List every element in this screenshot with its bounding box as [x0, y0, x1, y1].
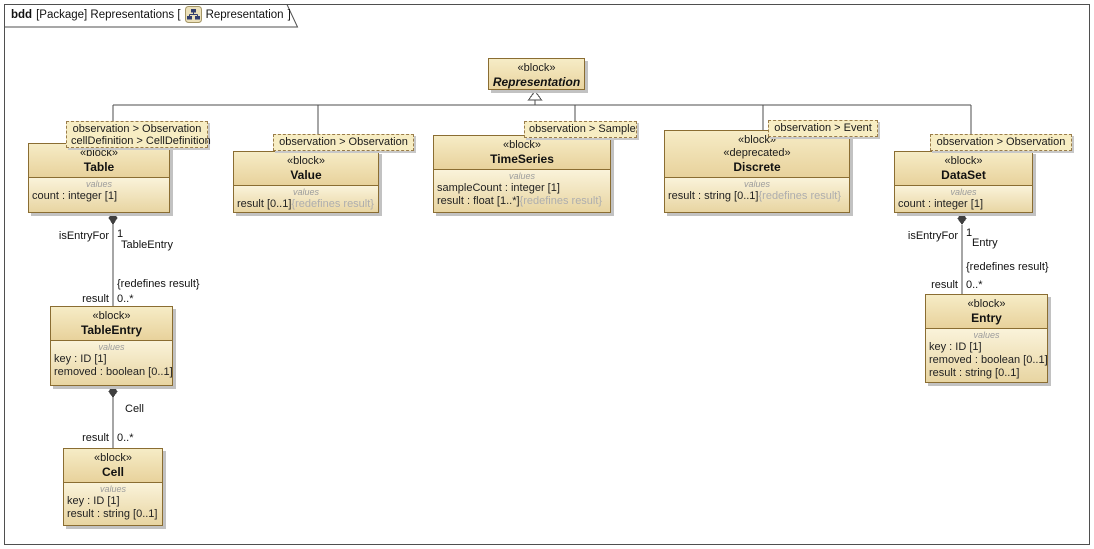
note-line: observation > Observation: [936, 136, 1066, 148]
assoc-constraint-label[interactable]: {redefines result}: [117, 278, 200, 290]
note-timeseries-subsets[interactable]: observation > Sample: [524, 121, 637, 138]
assoc-end-multiplicity-label[interactable]: 0..*: [117, 293, 134, 305]
composition-diamond-icon: [108, 385, 118, 398]
assoc-role-label[interactable]: isEntryFor: [907, 230, 958, 242]
value-property: removed : boolean [0..1]: [54, 366, 173, 378]
block-name: Value: [290, 168, 322, 182]
block-representation[interactable]: «block» Representation: [488, 58, 585, 90]
value-property: result : string [0..1]{redefines result}: [668, 190, 842, 202]
value-property: key : ID [1]: [54, 353, 107, 365]
diagram-tab-text: bdd [Package] Representations [ Represen…: [11, 6, 291, 23]
block-stereotype: «deprecated»: [723, 147, 791, 159]
block-name: Discrete: [733, 160, 781, 174]
diagram-name-label: Representation: [205, 8, 284, 21]
value-property: key : ID [1]: [929, 341, 982, 353]
block-stereotype: «block»: [944, 155, 983, 167]
values-compartment-label: values: [85, 179, 112, 189]
assoc-end-role-label[interactable]: result: [82, 432, 109, 444]
block-entry[interactable]: «block» Entry values key : ID [1] remove…: [925, 294, 1048, 383]
value-property: result [0..1]{redefines result}: [237, 198, 374, 210]
values-compartment-label: values: [743, 179, 770, 189]
note-dataset-subsets[interactable]: observation > Observation: [930, 134, 1072, 151]
composition-diamond-icon: [108, 211, 118, 225]
note-table-subsets[interactable]: observation > Observation cellDefinition…: [66, 121, 211, 148]
value-property: sampleCount : integer [1]: [437, 182, 560, 194]
assoc-constraint-label[interactable]: {redefines result}: [966, 261, 1049, 273]
values-compartment-label: values: [98, 342, 125, 352]
note-line: observation > Event: [774, 122, 872, 134]
note-line: cellDefinition > CellDefinition: [71, 135, 211, 147]
block-stereotype: «block»: [94, 452, 132, 464]
values-compartment-label: values: [508, 171, 535, 181]
values-compartment-label: values: [99, 484, 126, 494]
note-line: observation > Observation: [72, 123, 202, 135]
generalization-triangle-icon: [527, 90, 543, 101]
composition-diamond-icon: [957, 212, 967, 225]
block-timeseries[interactable]: «block» TimeSeries values sampleCount : …: [433, 135, 611, 213]
block-name: Cell: [101, 465, 124, 479]
assoc-part-name-label[interactable]: TableEntry: [121, 239, 173, 251]
block-name: DataSet: [941, 168, 986, 182]
values-compartment-label: values: [973, 330, 1000, 340]
block-name: TableEntry: [80, 323, 143, 337]
value-property: result : string [0..1]: [67, 508, 158, 520]
assoc-end-role-label[interactable]: result: [931, 279, 958, 291]
diagram-bracket-label: ]: [287, 8, 291, 21]
block-name: Representation: [492, 75, 581, 89]
values-compartment-label: values: [292, 187, 319, 197]
block-stereotype: «block»: [517, 62, 556, 74]
diagram-kind-label: bdd: [11, 8, 33, 21]
block-tableentry[interactable]: «block» TableEntry values key : ID [1] r…: [50, 306, 173, 386]
diagram-frame: [4, 4, 1090, 545]
block-stereotype: «block»: [92, 310, 131, 322]
block-stereotype: «block»: [80, 147, 118, 159]
assoc-end-multiplicity-label[interactable]: 0..*: [966, 279, 983, 291]
note-line: observation > Observation: [279, 136, 408, 148]
block-stereotype: «block»: [287, 155, 325, 167]
values-compartment-label: values: [950, 187, 977, 197]
value-property: result : string [0..1]: [929, 367, 1020, 379]
block-name: Entry: [971, 311, 1002, 325]
block-cell[interactable]: «block» Cell values key : ID [1] result …: [63, 448, 163, 526]
value-property: result : float [1..*]{redefines result}: [437, 195, 603, 207]
note-discrete-subsets[interactable]: observation > Event: [768, 120, 878, 137]
assoc-part-name-label[interactable]: Cell: [125, 403, 144, 415]
assoc-end-role-label[interactable]: result: [82, 293, 109, 305]
block-stereotype: «block»: [503, 139, 541, 151]
block-stereotype: «block»: [738, 134, 776, 146]
assoc-multiplicity-label[interactable]: 1: [966, 227, 973, 239]
block-discrete[interactable]: «block» «deprecated» Discrete values res…: [664, 130, 850, 213]
value-property: removed : boolean [0..1]: [929, 354, 1048, 366]
block-name: Table: [83, 160, 115, 174]
block-table[interactable]: «block» Table values count : integer [1]: [28, 143, 170, 213]
block-name: TimeSeries: [490, 152, 554, 166]
note-value-subsets[interactable]: observation > Observation: [273, 134, 414, 151]
assoc-role-label[interactable]: isEntryFor: [58, 230, 109, 242]
assoc-part-name-label[interactable]: Entry: [972, 237, 998, 249]
block-stereotype: «block»: [967, 298, 1006, 310]
diagram-tab: [4, 4, 299, 28]
value-property: count : integer [1]: [898, 198, 983, 210]
value-property: count : integer [1]: [32, 190, 117, 202]
assoc-multiplicity-label[interactable]: 1: [117, 228, 124, 240]
block-value[interactable]: «block» Value values result [0..1]{redef…: [233, 151, 379, 213]
value-property: key : ID [1]: [67, 495, 120, 507]
diagram-tab-shape: [4, 4, 299, 28]
bdd-diagram-icon: [184, 6, 202, 23]
diagram-context-label: [Package] Representations [: [36, 8, 181, 21]
block-dataset[interactable]: «block» DataSet values count : integer […: [894, 151, 1033, 213]
assoc-end-multiplicity-label[interactable]: 0..*: [117, 432, 134, 444]
note-line: observation > Sample: [529, 123, 636, 135]
